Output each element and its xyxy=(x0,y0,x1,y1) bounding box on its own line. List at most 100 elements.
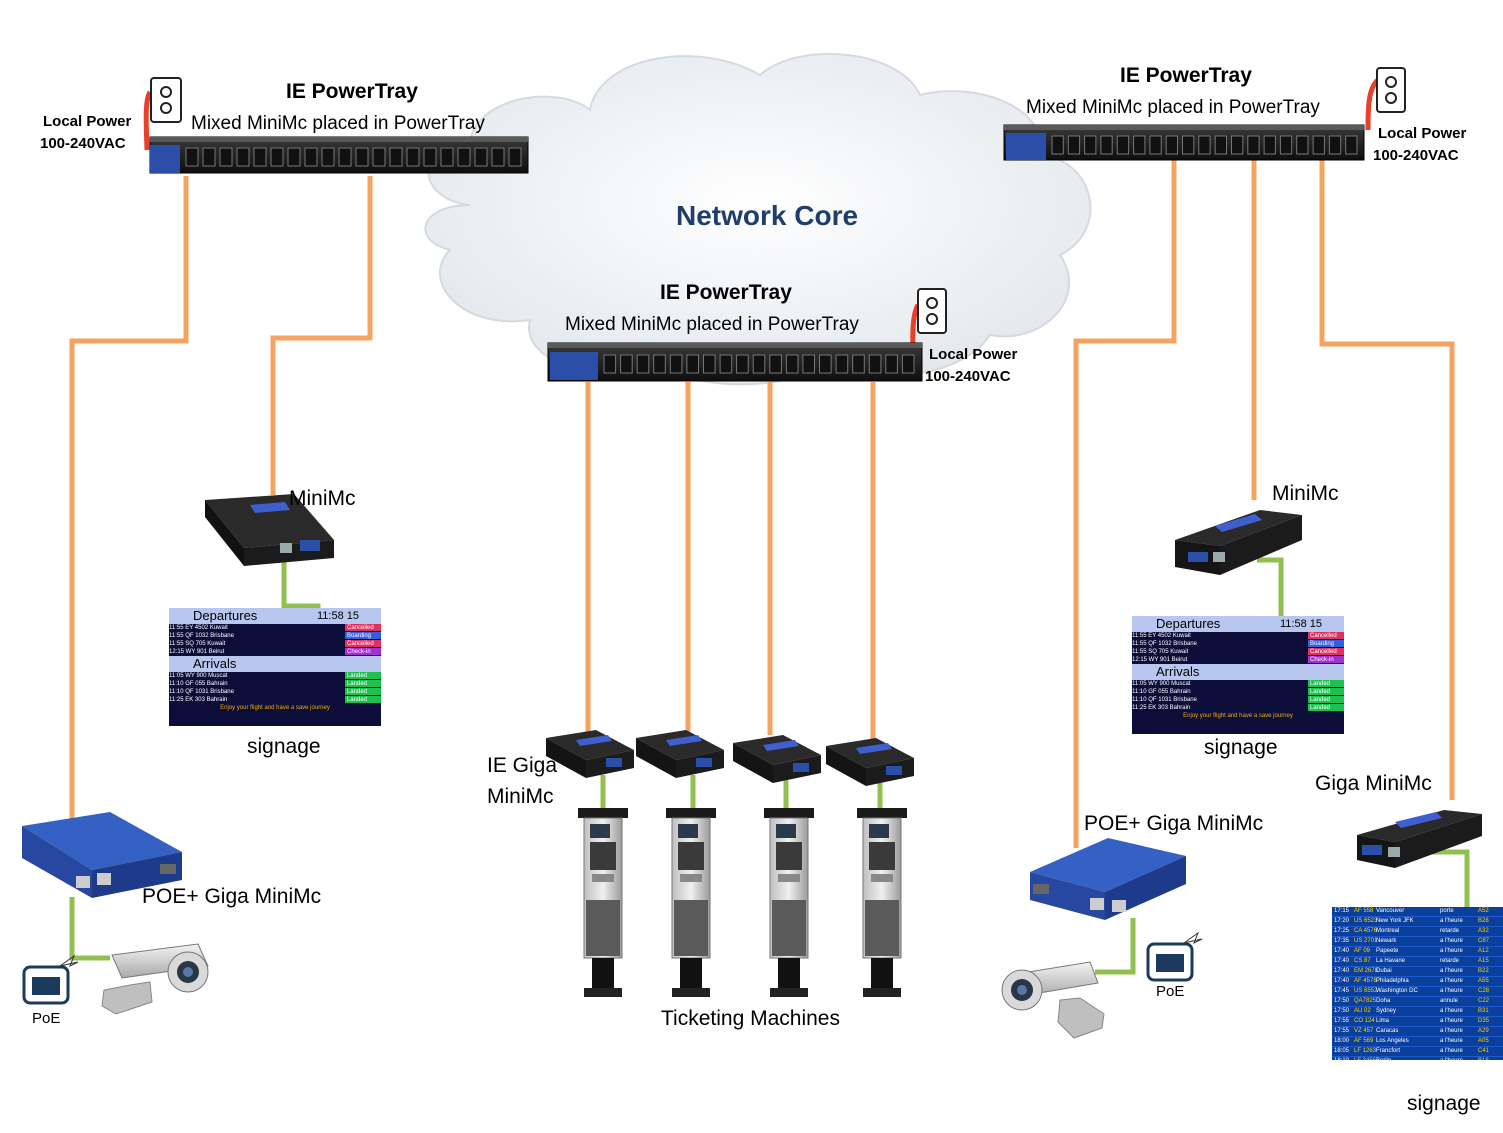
board-row-status: Landed xyxy=(1308,680,1344,687)
tray-slot xyxy=(491,147,505,167)
poe-giga-right-label: POE+ Giga MiniMc xyxy=(1084,812,1264,835)
board-row-status: Landed xyxy=(345,696,381,703)
tray-center-title: IE PowerTray xyxy=(660,281,792,304)
tray-slot xyxy=(1165,135,1178,155)
flight-info-cell: B31 xyxy=(1478,1008,1489,1014)
flight-info-cell: 17:55 xyxy=(1334,1028,1350,1034)
flight-info-cell: A05 xyxy=(1478,1038,1489,1044)
board-row-text: 11:55 EY 4502 Kuwait xyxy=(1132,633,1191,639)
arrivals-title: Arrivals xyxy=(193,656,237,671)
arrivals-header: Arrivals xyxy=(169,656,381,672)
flight-info-cell: Sydney xyxy=(1376,1008,1397,1014)
board-row-text: 12:15 WY 901 Beirut xyxy=(169,649,225,655)
signage-right-label: signage xyxy=(1204,736,1278,759)
flight-info-cell: a l'heure xyxy=(1440,1008,1463,1014)
flight-info-cell: QA7825 xyxy=(1354,998,1377,1004)
network-core-label: Network Core xyxy=(676,200,859,231)
tray-slot xyxy=(202,147,216,167)
flight-info-cell: AF 569 xyxy=(1354,1038,1374,1044)
flight-info-row: 18:10LF 3456Berlina l'heureB18 xyxy=(1332,1057,1503,1060)
ip-camera-left xyxy=(101,943,209,1015)
tray-slot xyxy=(653,354,666,374)
board-row-text: 11:55 QF 1032 Brisbane xyxy=(1132,641,1197,647)
board-clock: 11:58 15 xyxy=(1279,618,1322,630)
board-row-text: 11:10 GF 055 Bahrain xyxy=(169,681,228,687)
tray-slot xyxy=(769,354,782,374)
flight-info-cell: US 2701 xyxy=(1354,938,1378,944)
flight-info-cell: US 6552 xyxy=(1354,988,1378,994)
flight-info-cell: B18 xyxy=(1478,1057,1489,1060)
tray-slot xyxy=(321,147,335,167)
flight-info-cell: A29 xyxy=(1478,1028,1489,1034)
tray-slot xyxy=(1133,135,1146,155)
flight-info-cell: annule xyxy=(1440,998,1459,1004)
tray-slot xyxy=(270,147,284,167)
tray-slot xyxy=(1279,135,1293,155)
flight-info-cell: La Havane xyxy=(1376,958,1406,964)
flight-info-cell: Lima xyxy=(1376,1018,1390,1024)
flight-info-cell: New York JFK xyxy=(1376,918,1414,924)
tray-slot xyxy=(752,354,766,374)
ticketing-machine-icon xyxy=(578,808,628,997)
flight-info-cell: Doha xyxy=(1376,998,1391,1004)
tray-slot xyxy=(1214,135,1227,155)
board-row-status: Landed xyxy=(1308,688,1344,695)
tray-slot xyxy=(1067,135,1081,155)
board-row-text: 12:15 WY 901 Beirut xyxy=(1132,657,1188,663)
flight-info-cell: Papeete xyxy=(1376,948,1399,954)
flight-info-cell: CO 124 xyxy=(1354,1018,1375,1024)
board-row-text: 11:55 SQ 705 Kuwait xyxy=(1132,649,1189,655)
flight-info-cell: Francfort xyxy=(1376,1048,1401,1054)
flight-info-cell: 17:35 xyxy=(1334,938,1350,944)
tray-slot xyxy=(1312,135,1325,155)
tray-center-power-label: Local Power xyxy=(929,346,1018,363)
ie-giga-minimc-unit xyxy=(636,730,724,778)
tray-slot xyxy=(1149,135,1162,155)
tray-slot xyxy=(253,147,267,167)
tray-left-power-voltage: 100-240VAC xyxy=(40,135,126,152)
flight-info-cell: a l'heure xyxy=(1440,1048,1463,1054)
flight-info-cell: A12 xyxy=(1478,948,1489,954)
flight-info-cell: Los Angeles xyxy=(1376,1038,1409,1044)
board-row-text: 11:25 EK 303 Bahrain xyxy=(169,697,228,703)
flight-info-cell: CA 4576 xyxy=(1354,928,1378,934)
tray-slot xyxy=(1328,135,1342,155)
flight-info-cell: CS 87 xyxy=(1354,958,1371,964)
board-row-text: 11:10 QF 1031 Brisbane xyxy=(169,689,234,695)
flight-info-cell: Montreal xyxy=(1376,928,1400,934)
flight-info-cell: a l'heure xyxy=(1440,1018,1463,1024)
tray-slot xyxy=(620,354,633,374)
flight-info-cell: Caracas xyxy=(1376,1028,1399,1034)
tray-slot xyxy=(669,354,683,374)
flight-info-cell: C41 xyxy=(1478,1048,1490,1054)
flight-info-cell: AF 558 xyxy=(1354,908,1374,914)
tray-slot xyxy=(440,147,454,167)
giga-minimc xyxy=(1357,810,1482,868)
ticketing-machine-icon xyxy=(764,808,814,997)
flight-info-cell: a l'heure xyxy=(1440,988,1463,994)
flight-info-cell: A52 xyxy=(1478,908,1489,914)
tray-slot xyxy=(1116,135,1130,155)
minimc-left xyxy=(205,494,334,566)
flight-info-cell: Dubai xyxy=(1376,968,1392,974)
flight-info-cell: Berlin xyxy=(1376,1057,1391,1060)
poe-giga-minimc-right xyxy=(1030,838,1186,920)
board-clock: 11:58 15 xyxy=(316,610,359,622)
board-row-status: Cancelled xyxy=(345,640,381,647)
flight-info-cell: Vancouver xyxy=(1376,908,1405,914)
board-row: 11:25 EK 303 Bahrain Landed xyxy=(169,696,381,704)
